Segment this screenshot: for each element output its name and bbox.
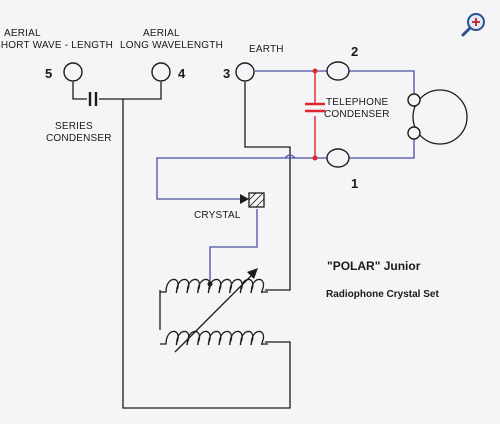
wire-earth: [244, 82, 291, 291]
wire-1-to-crystal: [156, 157, 327, 200]
telephone-condenser-label-2: CONDENSER: [324, 109, 390, 120]
wire-crossover: [284, 154, 296, 159]
terminal-2: [326, 61, 350, 81]
variometer-arrow-icon: [247, 268, 258, 279]
aerial-short-label-2: SHORT WAVE - LENGTH: [0, 40, 113, 51]
crystal-label: CRYSTAL: [194, 210, 241, 221]
terminal-4-number: 4: [178, 66, 186, 81]
aerial-long-label-1: AERIAL: [143, 28, 180, 39]
headphone-terminal-top: [407, 93, 421, 107]
headphone-icon: [412, 89, 468, 145]
terminal-3-number: 3: [223, 66, 230, 81]
tuning-coil-lower: [160, 330, 268, 346]
crystal-hatch: [248, 192, 265, 208]
tuning-coil-upper: [160, 278, 268, 294]
terminal-4: [151, 62, 171, 82]
wire-crystal-to-coil: [209, 209, 258, 284]
diagram-subtitle: Radiophone Crystal Set: [326, 289, 439, 300]
terminal-5-number: 5: [45, 66, 52, 81]
terminal-5: [63, 62, 83, 82]
variometer-arrow-shaft: [174, 271, 256, 353]
earth-label: EARTH: [249, 44, 284, 55]
wire-main-return: [122, 99, 291, 409]
terminal-1-number: 1: [351, 176, 358, 191]
telephone-condenser-label-1: TELEPHONE: [326, 97, 389, 108]
zoom-in-icon[interactable]: [461, 13, 485, 37]
wire-phone-to-1: [349, 136, 415, 159]
terminal-1: [326, 148, 350, 168]
terminal-3: [235, 62, 255, 82]
wire-2-to-phone: [349, 70, 415, 98]
junction-dot-top: [312, 68, 318, 74]
crystal-arrow-icon: [240, 194, 249, 204]
diagram-title: "POLAR" Junior: [327, 259, 421, 273]
headphone-terminal-bottom: [407, 126, 421, 140]
series-condenser-label-2: CONDENSER: [46, 133, 112, 144]
series-condenser-label-1: SERIES: [55, 121, 93, 132]
terminal-2-number: 2: [351, 44, 358, 59]
junction-dot-bottom: [312, 155, 318, 161]
wire-aerial-short: [72, 82, 87, 100]
aerial-short-label-1: AERIAL: [4, 28, 41, 39]
aerial-long-label-2: LONG WAVELENGTH: [120, 40, 223, 51]
wire-series-to-long: [99, 82, 162, 100]
